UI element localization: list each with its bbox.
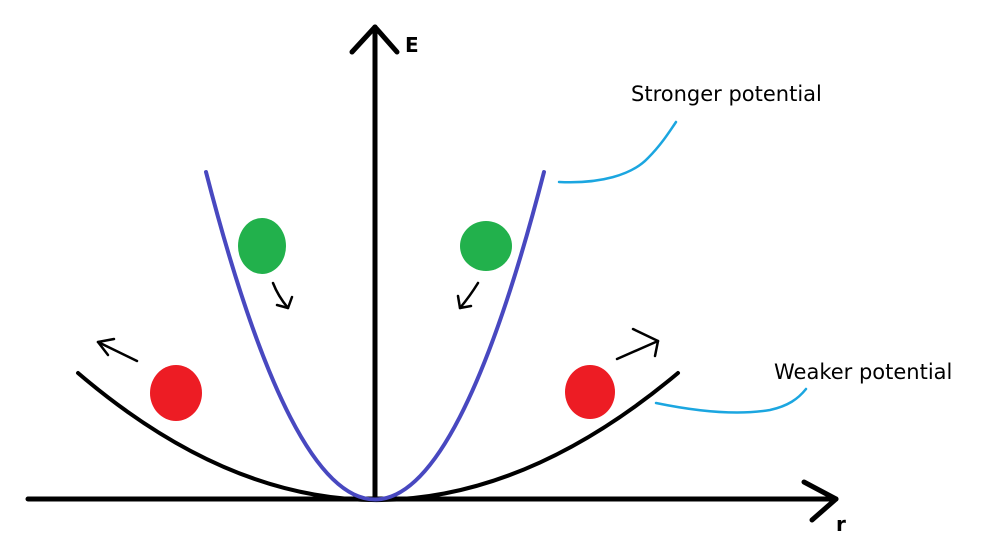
r-axis-arrowhead — [801, 479, 839, 523]
e-axis-arrowhead — [349, 24, 400, 55]
stronger-potential-label: Stronger potential — [631, 82, 822, 106]
green-right-motion-arrow — [456, 281, 480, 310]
green-particle-left — [238, 218, 286, 274]
red-left-motion-arrow — [96, 337, 139, 363]
green-left-motion-arrow — [271, 281, 294, 310]
weaker-potential-leader — [654, 387, 808, 414]
weaker-potential-label: Weaker potential — [774, 360, 953, 384]
green-particle-right — [460, 221, 512, 271]
stronger-potential-leader — [557, 120, 678, 184]
red-right-motion-arrow — [615, 327, 660, 361]
red-particle-left — [150, 365, 202, 421]
stronger-potential-curve — [204, 170, 546, 502]
r-axis-label: r — [836, 512, 846, 536]
red-particle-right — [565, 365, 615, 419]
energy-axis-label: E — [405, 33, 419, 57]
